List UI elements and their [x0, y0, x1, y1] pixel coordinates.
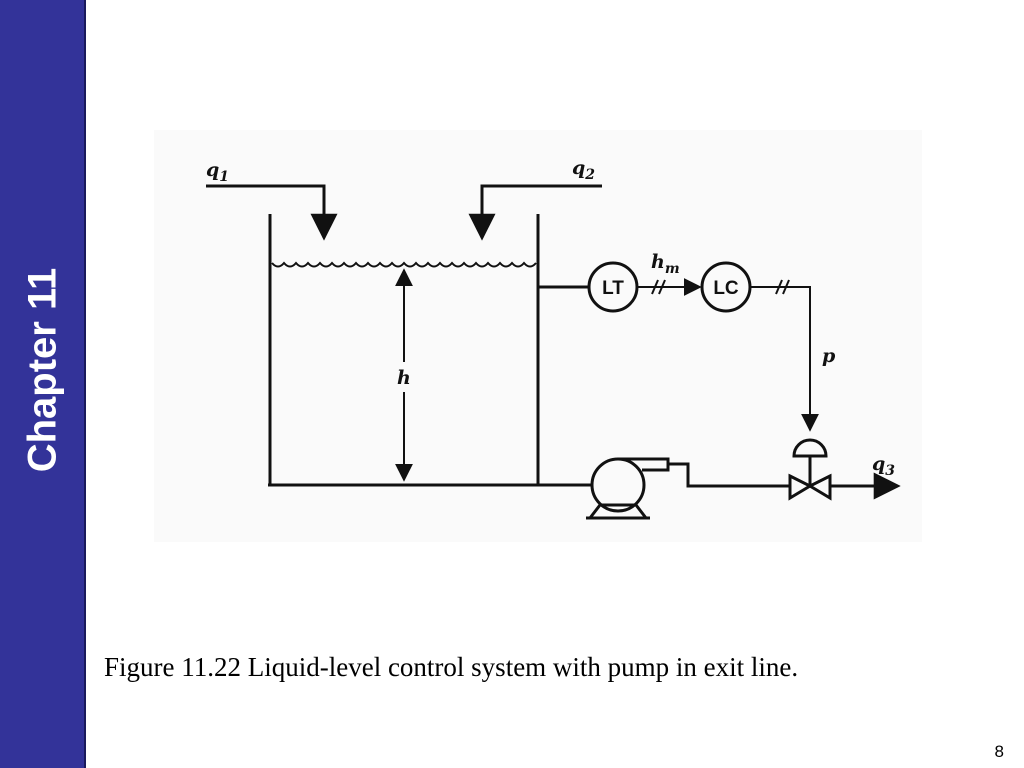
inlet-q2-label: q2 [572, 157, 595, 183]
controller-output-signal [750, 279, 819, 432]
measured-level-signal [637, 278, 702, 296]
chapter-title: Chapter 11 [20, 267, 65, 473]
inlet-q1-line [206, 184, 338, 241]
level-transmitter-label: LT [602, 278, 624, 299]
level-dimension-arrow [394, 268, 414, 482]
control-valve [788, 438, 832, 501]
controller-output-label: p [822, 345, 836, 367]
process-diagram-svg: q1 q2 h LT h [206, 157, 901, 520]
pump [586, 457, 670, 520]
page-number: 8 [994, 742, 1004, 761]
level-controller-label: LC [713, 278, 739, 299]
liquid-surface [271, 261, 537, 268]
chapter-sidebar: Chapter 11 [0, 0, 86, 768]
figure-caption: Figure 11.22 Liquid-level control system… [104, 652, 799, 682]
measured-level-label: hm [651, 251, 680, 277]
pump-discharge-line [668, 462, 790, 488]
level-label: h [397, 367, 411, 389]
figure-diagram: q1 q2 h LT h [154, 130, 922, 542]
inlet-q2-line [468, 184, 602, 241]
inlet-q1-label: q1 [206, 159, 229, 185]
tank [268, 214, 592, 487]
outlet-q3-label: q3 [872, 453, 895, 479]
